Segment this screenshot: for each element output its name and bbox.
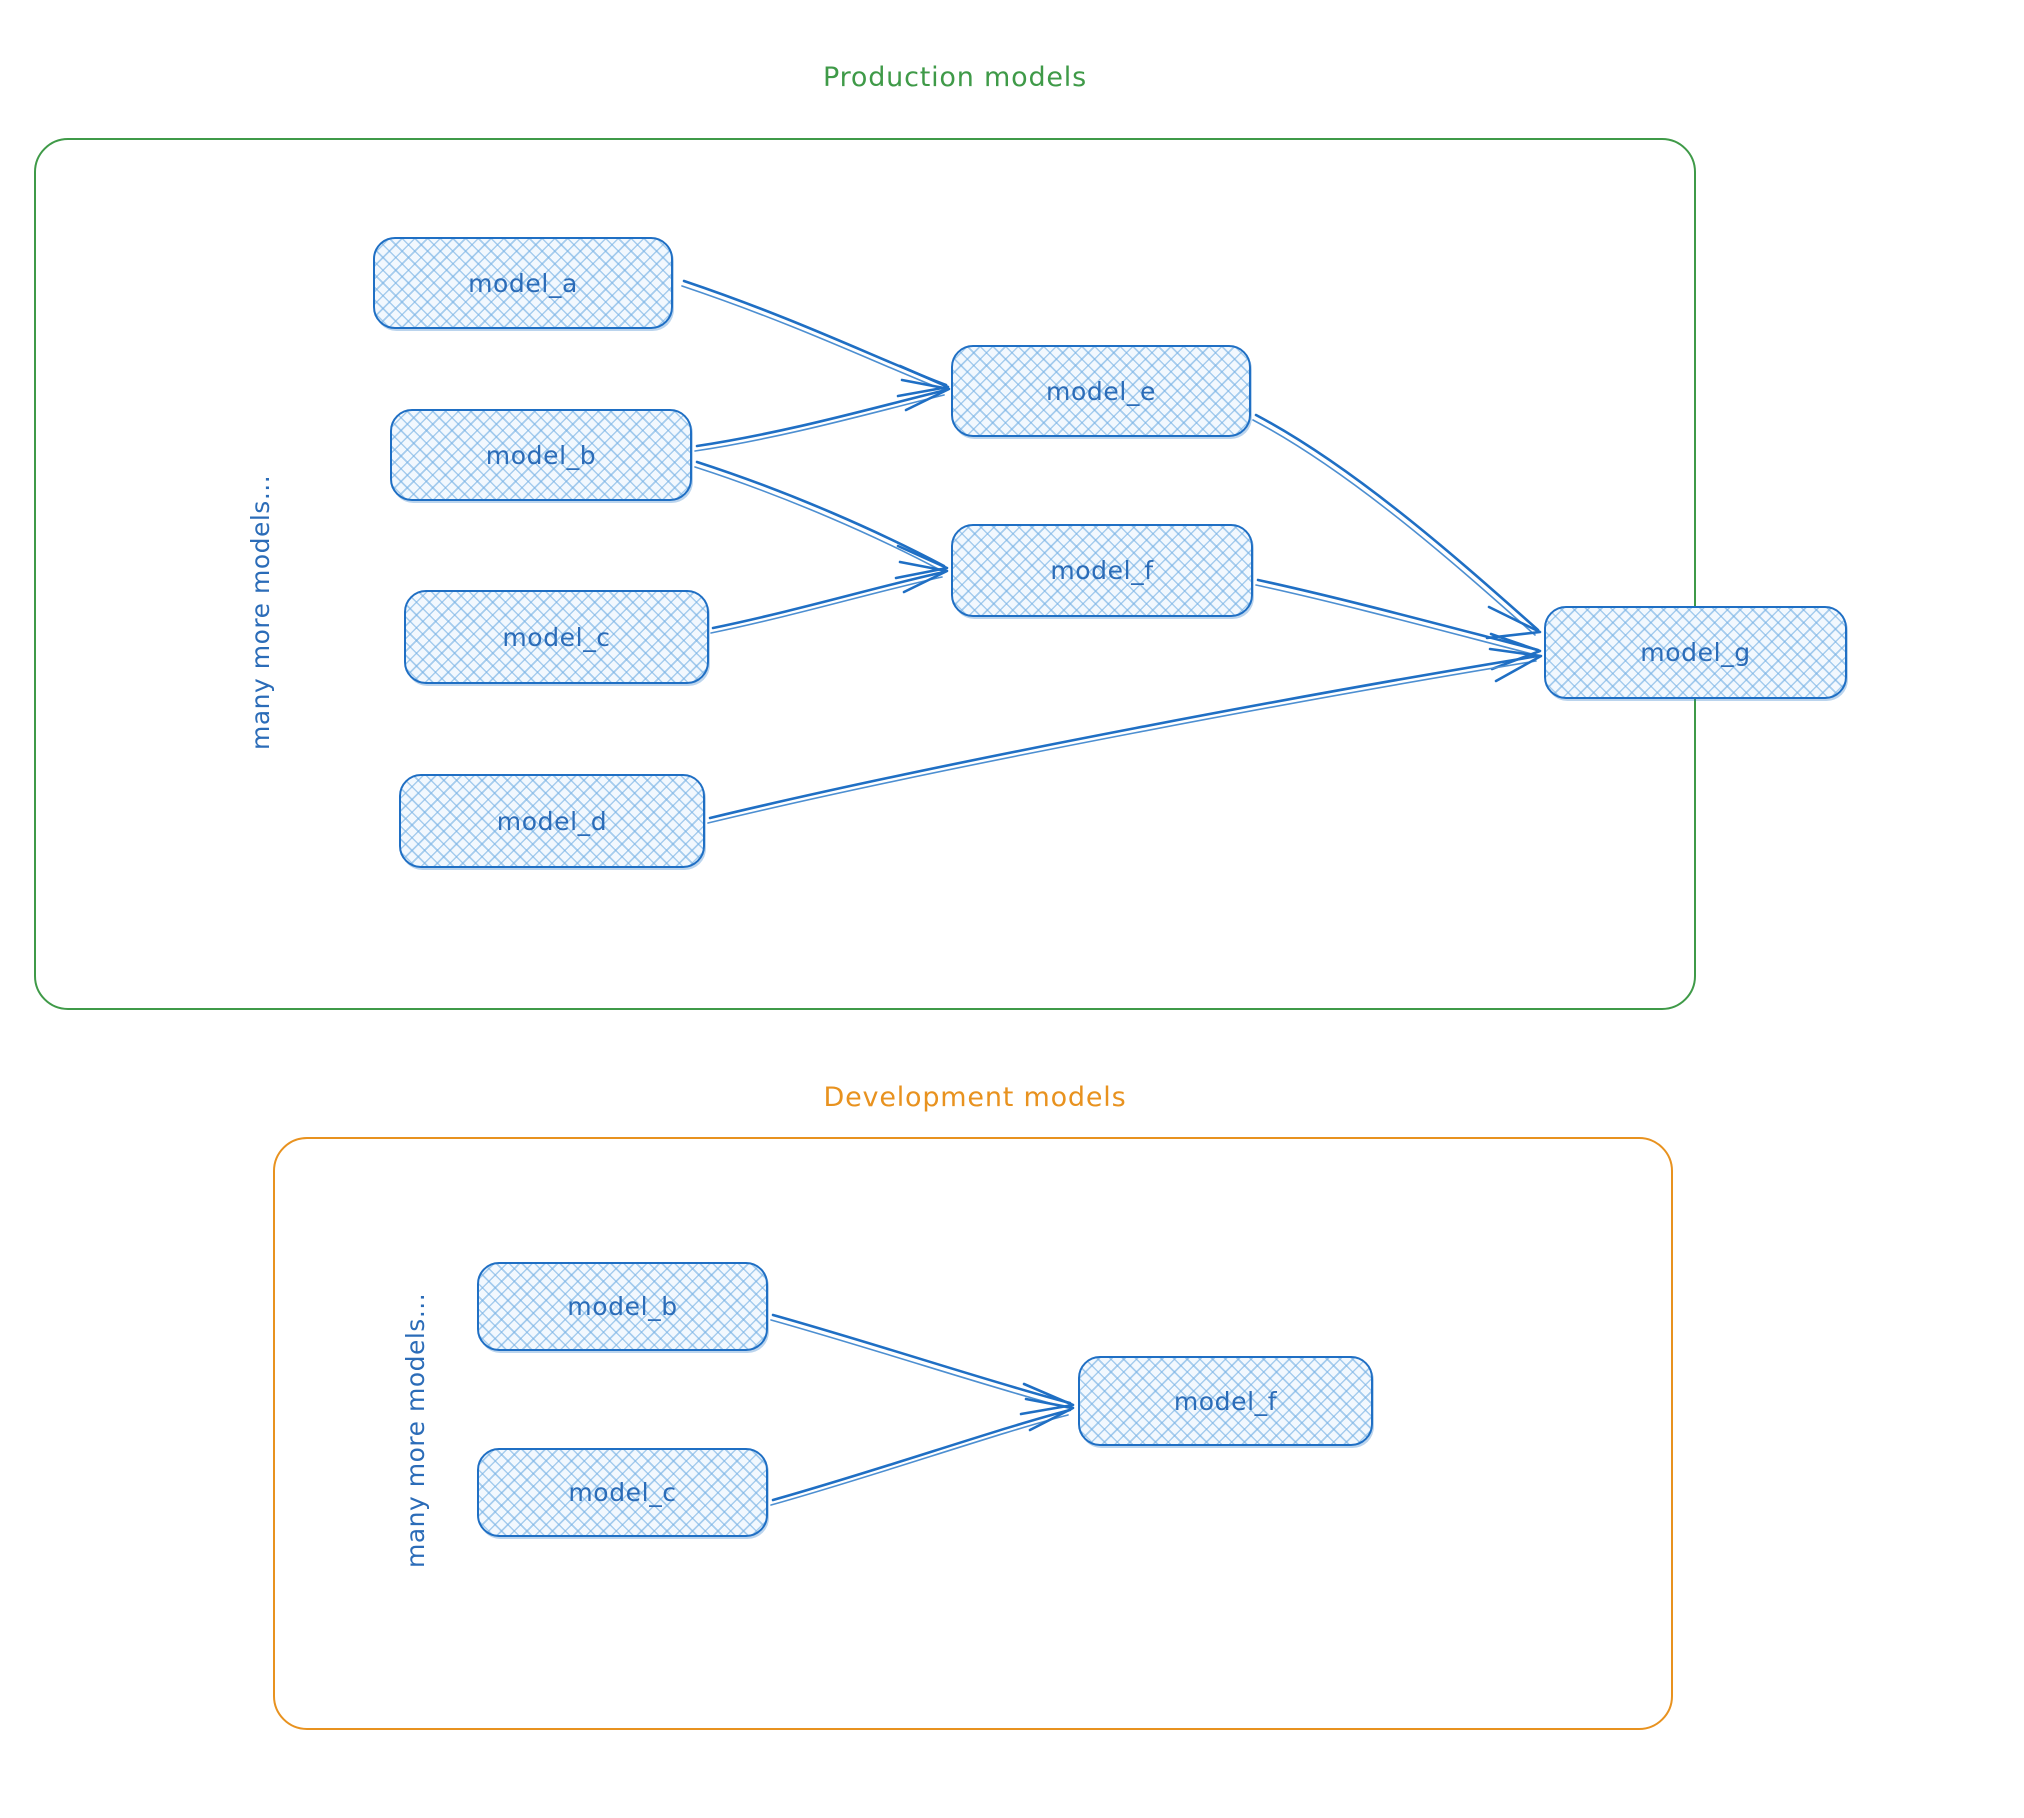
node-label: model_d bbox=[496, 806, 608, 836]
production-group-title: Production models bbox=[823, 62, 1087, 93]
node-prod-model-f[interactable]: model_f bbox=[951, 524, 1253, 617]
development-side-note: many more models... bbox=[401, 1292, 430, 1568]
node-label: model_b bbox=[567, 1292, 678, 1321]
node-label: model_b bbox=[485, 440, 597, 470]
node-prod-model-d[interactable]: model_d bbox=[399, 774, 705, 868]
production-side-note: many more models... bbox=[246, 474, 275, 750]
node-dev-model-b[interactable]: model_b bbox=[477, 1262, 768, 1351]
production-group-container bbox=[34, 138, 1696, 1010]
development-group-container bbox=[273, 1137, 1673, 1730]
node-label: model_a bbox=[468, 268, 578, 298]
node-label: model_f bbox=[1173, 1386, 1278, 1416]
node-prod-model-a[interactable]: model_a bbox=[373, 237, 673, 329]
node-label: model_c bbox=[502, 622, 611, 652]
node-prod-model-g[interactable]: model_g bbox=[1544, 606, 1847, 699]
node-prod-model-e[interactable]: model_e bbox=[951, 345, 1251, 437]
development-group-title: Development models bbox=[823, 1082, 1127, 1113]
node-prod-model-c[interactable]: model_c bbox=[404, 590, 709, 684]
node-label: model_f bbox=[1050, 556, 1154, 585]
node-prod-model-b[interactable]: model_b bbox=[390, 409, 692, 501]
node-dev-model-f[interactable]: model_f bbox=[1078, 1356, 1373, 1446]
node-label: model_c bbox=[568, 1478, 677, 1507]
node-label: model_g bbox=[1640, 638, 1751, 667]
node-label: model_e bbox=[1046, 376, 1156, 406]
node-dev-model-c[interactable]: model_c bbox=[477, 1448, 768, 1537]
